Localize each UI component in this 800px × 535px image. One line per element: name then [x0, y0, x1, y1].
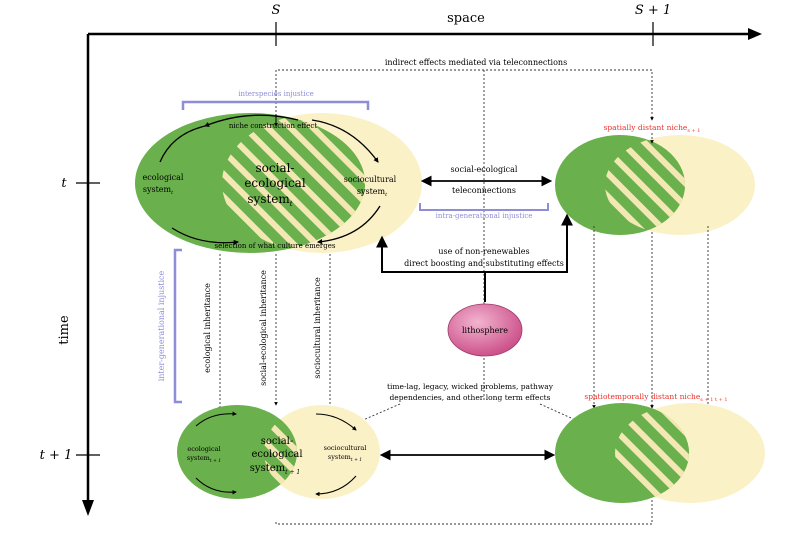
bottom-arrow-tl: [195, 411, 237, 427]
inter-generational-bracket: [173, 248, 182, 404]
indirect-effects-frame: [275, 69, 654, 525]
social-ecological-inheritance-label: social-ecological inheritance: [259, 270, 268, 386]
selection-arrow-right: [316, 205, 381, 245]
bottom-social-ecological-2: ecological: [251, 449, 302, 460]
distant-venn: [555, 135, 755, 235]
interspecies-injustice-label: interspecies injustice: [238, 90, 314, 98]
selection-arrow-left: [171, 227, 240, 246]
space-axis-arrow-icon: [748, 28, 762, 40]
inheritance-arrows: [218, 254, 332, 411]
bottom-social-ecological-3: systemt + 1: [250, 463, 300, 476]
indirect-effects-label: indirect effects mediated via teleconnec…: [385, 58, 567, 67]
sociocultural-inheritance-label: sociocultural inheritance: [313, 277, 322, 379]
s1-label: S + 1: [635, 3, 671, 18]
use-nonrenewables-label: use of non-renewables: [438, 247, 529, 256]
selection-culture-label: selection of what culture emerges: [215, 242, 336, 250]
t1-label: t + 1: [40, 448, 73, 463]
distant-dotted-links: [592, 133, 710, 409]
teleconnections-label-2: teleconnections: [452, 186, 516, 195]
bottom-ecological-ellipse: [177, 405, 297, 499]
bottom-venn: [177, 405, 380, 499]
direct-boosting-label: direct boosting and substituting effects: [404, 259, 564, 268]
space-label: space: [447, 11, 485, 26]
interspecies-bracket: [181, 100, 370, 110]
sociocultural-system-label: sociocultural: [344, 175, 397, 184]
niche-arrow-right: [311, 119, 379, 163]
bottom-socio-label-1: sociocultural: [324, 444, 367, 452]
social-ecological-title-2: ecological: [244, 176, 306, 190]
bottom-eco-label-1: ecological: [187, 445, 220, 453]
intra-generational-bracket: [419, 203, 549, 211]
spatially-distant-niche-label: spatially distant niches + 1: [603, 123, 700, 134]
social-ecological-title-3: systemt: [247, 192, 292, 208]
bottom-distant-overlap: [615, 403, 689, 503]
spatiotemporally-distant-niche-label: spatiotemporally distant niches + 1 t + …: [584, 392, 727, 403]
time-lag-label-1: time-lag, legacy, wicked problems, pathw…: [387, 382, 554, 391]
time-axis-arrow-icon: [82, 500, 94, 516]
teleconnections-label-1: social-ecological: [451, 165, 518, 174]
bottom-socio-label-2: systemt + 1: [328, 453, 362, 463]
niche-construction-label: niche construction effect: [229, 122, 318, 130]
bottom-arrow-tr: [315, 413, 357, 431]
main-venn: [135, 113, 422, 253]
bottom-sociocultural-ellipse: [264, 405, 380, 499]
bottom-arrow-br: [315, 475, 357, 497]
time-lag-arrows: [339, 403, 581, 431]
time-lag-label-2: dependencies, and other long term effect…: [389, 393, 550, 402]
lithosphere-node: [447, 303, 523, 357]
ecological-system-label-2: systemt: [143, 185, 174, 196]
s-label: S: [272, 3, 281, 18]
bottom-distant-venn: [555, 403, 765, 503]
time-label: time: [57, 315, 72, 345]
social-ecological-title-1: social-: [256, 161, 295, 175]
nonrenewables-arrows: [376, 213, 573, 302]
bottom-arrow-bl: [195, 477, 237, 495]
inter-generational-label: inter-generational injustice: [157, 270, 166, 381]
social-ecological-overlap: [222, 113, 365, 253]
axes: S S + 1 space t t + 1 time: [40, 3, 762, 516]
niche-arrow-left-tail: [159, 125, 206, 163]
ecological-system-label: ecological: [143, 173, 184, 182]
intra-generational-label: intra-generational injustice: [436, 212, 533, 220]
t-label: t: [61, 176, 67, 191]
sociocultural-system-label-2: systemt: [357, 187, 388, 198]
bottom-eco-label-2: systemt + 1: [187, 454, 221, 464]
niche-arrow-left: [204, 114, 299, 127]
ecological-inheritance-label: ecological inheritance: [203, 283, 212, 373]
bottom-social-ecological-1: social-: [261, 436, 294, 447]
lithosphere-label: lithosphere: [462, 326, 508, 335]
distant-overlap: [605, 135, 685, 235]
